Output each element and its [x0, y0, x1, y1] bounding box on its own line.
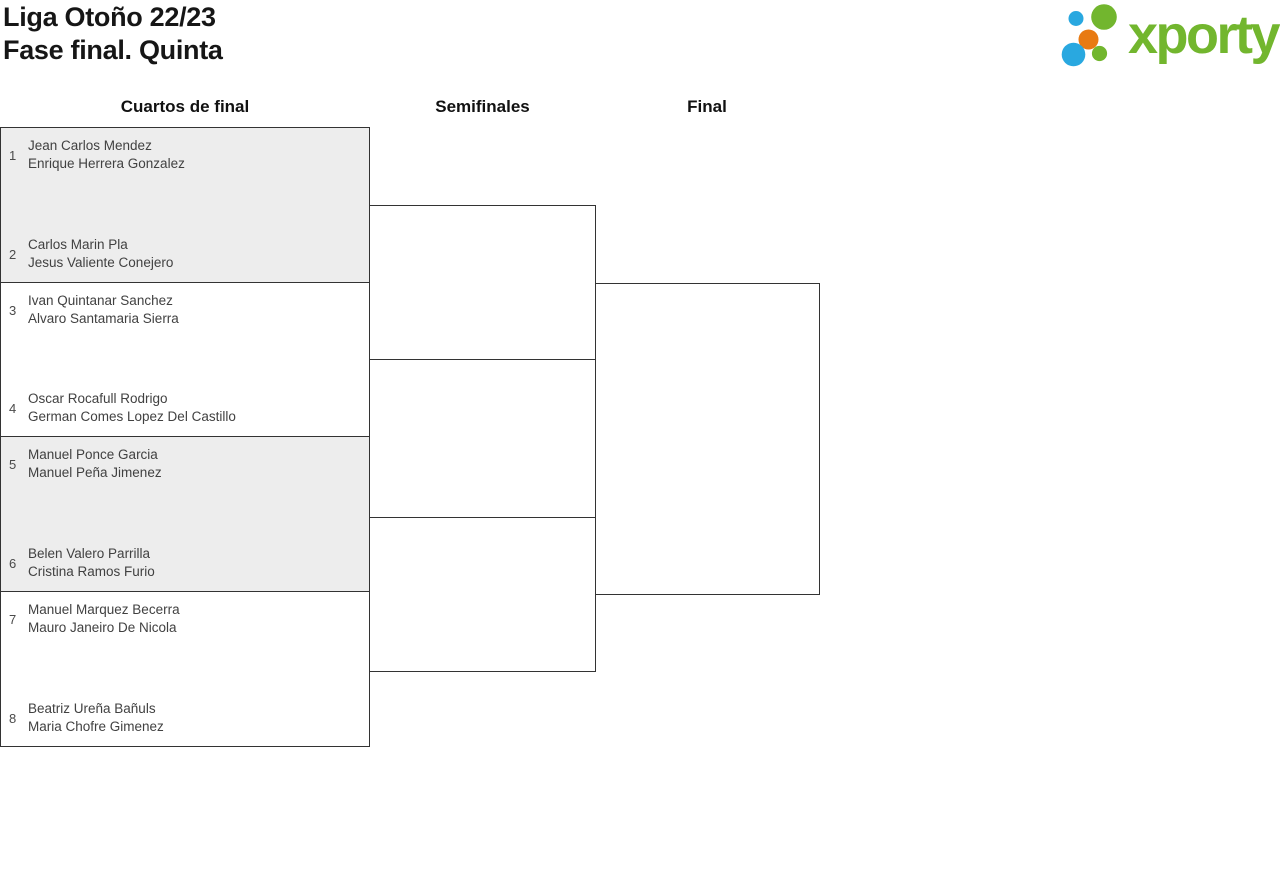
title-line-phase: Fase final. Quinta: [3, 35, 223, 65]
team-slot-seed-6: 6 Belen Valero Parrilla Cristina Ramos F…: [1, 545, 361, 581]
quarterfinal-match-3[interactable]: 5 Manuel Ponce Garcia Manuel Peña Jimene…: [0, 436, 370, 592]
player-name: Carlos Marin Pla: [28, 237, 128, 252]
team-slot-seed-1: 1 Jean Carlos Mendez Enrique Herrera Gon…: [1, 137, 361, 173]
seed-number: 4: [9, 400, 17, 416]
player-name: German Comes Lopez Del Castillo: [28, 409, 236, 424]
player-name: Cristina Ramos Furio: [28, 564, 155, 579]
player-name: Belen Valero Parrilla: [28, 546, 151, 561]
team-slot-seed-3: 3 Ivan Quintanar Sanchez Alvaro Santamar…: [1, 292, 361, 328]
column-header-quarterfinals: Cuartos de final: [120, 97, 250, 116]
column-header-semifinals: Semifinales: [435, 97, 530, 116]
semifinal-match-1-slot: [369, 205, 596, 360]
xporty-logo[interactable]: xporty: [1060, 1, 1280, 69]
player-name: Mauro Janeiro De Nicola: [28, 620, 177, 635]
player-name: Enrique Herrera Gonzalez: [28, 156, 185, 171]
semifinal-match-2-slot: [369, 517, 596, 672]
seed-number: 6: [9, 555, 17, 571]
page-title: Liga Otoño 22/23 Fase final. Quinta: [3, 1, 223, 67]
player-name: Manuel Ponce Garcia: [28, 447, 158, 462]
final-match-slot: [595, 283, 820, 595]
title-line-league: Liga Otoño 22/23: [3, 2, 216, 32]
team-slot-seed-5: 5 Manuel Ponce Garcia Manuel Peña Jimene…: [1, 446, 361, 482]
player-name: Manuel Marquez Becerra: [28, 602, 180, 617]
xporty-logo-dots-icon: [1061, 4, 1117, 67]
seed-number: 5: [9, 456, 17, 472]
player-name: Manuel Peña Jimenez: [28, 465, 162, 480]
player-name: Beatriz Ureña Bañuls: [28, 701, 156, 716]
team-slot-seed-7: 7 Manuel Marquez Becerra Mauro Janeiro D…: [1, 601, 361, 637]
seed-number: 2: [9, 246, 17, 262]
team-slot-seed-8: 8 Beatriz Ureña Bañuls Maria Chofre Gime…: [1, 700, 361, 736]
quarterfinal-match-1[interactable]: 1 Jean Carlos Mendez Enrique Herrera Gon…: [0, 127, 370, 283]
team-slot-seed-4: 4 Oscar Rocafull Rodrigo German Comes Lo…: [1, 390, 361, 426]
seed-number: 3: [9, 302, 17, 318]
player-name: Maria Chofre Gimenez: [28, 719, 164, 734]
player-name: Oscar Rocafull Rodrigo: [28, 391, 168, 406]
xporty-logo-text: xporty: [1127, 5, 1280, 65]
quarterfinal-match-4[interactable]: 7 Manuel Marquez Becerra Mauro Janeiro D…: [0, 591, 370, 747]
player-name: Jean Carlos Mendez: [28, 138, 152, 153]
column-header-final: Final: [687, 97, 727, 116]
seed-number: 1: [9, 147, 17, 163]
player-name: Alvaro Santamaria Sierra: [28, 311, 179, 326]
seed-number: 7: [9, 611, 17, 627]
seed-number: 8: [9, 710, 17, 726]
quarterfinal-match-2[interactable]: 3 Ivan Quintanar Sanchez Alvaro Santamar…: [0, 282, 370, 437]
player-name: Ivan Quintanar Sanchez: [28, 293, 173, 308]
team-slot-seed-2: 2 Carlos Marin Pla Jesus Valiente Coneje…: [1, 236, 361, 272]
player-name: Jesus Valiente Conejero: [28, 255, 174, 270]
